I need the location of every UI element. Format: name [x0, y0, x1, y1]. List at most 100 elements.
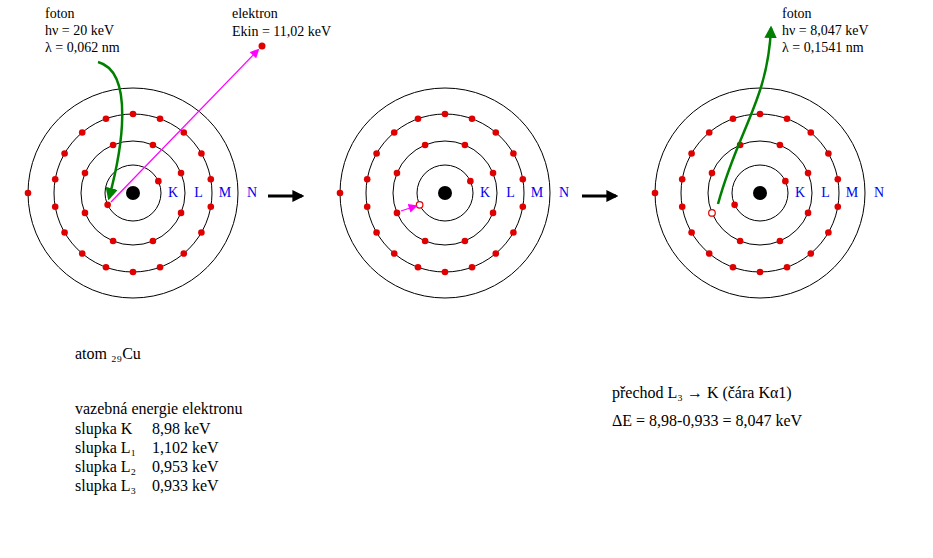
electron: [394, 210, 401, 217]
electron: [784, 264, 791, 271]
electron: [25, 190, 32, 197]
electron-shell: [417, 165, 473, 221]
photon-path: [718, 28, 771, 204]
electron: [490, 210, 497, 217]
electron-shell: [340, 88, 550, 298]
table-cell: 0,933 keV: [152, 477, 219, 495]
shell-letter: L: [506, 185, 515, 201]
electron: [422, 238, 429, 245]
electron-shell: [732, 165, 788, 221]
electron: [519, 203, 526, 210]
electron: [737, 238, 744, 245]
photon-energy: hν = 20 keV: [45, 23, 114, 39]
electron: [82, 210, 89, 217]
electron: [103, 264, 110, 271]
electron: [519, 176, 526, 183]
electron: [834, 176, 841, 183]
shell-letter: K: [480, 185, 490, 201]
photon-wavelength: λ = 0,062 nm: [45, 40, 120, 56]
electron: [510, 150, 517, 157]
electron: [180, 129, 187, 136]
electron: [364, 176, 371, 183]
electron: [757, 111, 764, 118]
electron: [492, 250, 499, 257]
electron-shell: [81, 141, 185, 245]
electron: [834, 203, 841, 210]
electron: [490, 170, 497, 177]
electron: [469, 115, 476, 122]
photon-label: foton: [782, 6, 812, 22]
table-cell: slupka L₁: [75, 439, 136, 457]
electron-hole: [416, 202, 423, 209]
photon-energy: hν = 8,047 keV: [782, 23, 869, 39]
electron-shell: [366, 114, 524, 272]
shell-letter: N: [559, 185, 569, 201]
electron: [52, 176, 59, 183]
electron: [150, 142, 157, 149]
electron: [130, 269, 137, 276]
ejected-electron: [259, 43, 266, 50]
electron: [103, 115, 110, 122]
electron-energy: Ekin = 11,02 keV: [232, 24, 331, 40]
transition-label: přechod L₃ → K (čára Kα1): [612, 384, 792, 402]
energy-equation: ΔE = 8,98-0,933 = 8,047 keV: [612, 412, 802, 430]
electron: [157, 115, 164, 122]
photon-label: foton: [45, 6, 75, 22]
electron: [467, 178, 474, 185]
table-cell: slupka K: [75, 420, 132, 438]
electron: [807, 129, 814, 136]
electron: [805, 170, 812, 177]
electron: [442, 269, 449, 276]
shell-letter: M: [219, 185, 231, 201]
electron: [52, 203, 59, 210]
electron: [104, 202, 111, 209]
shell-letter: M: [531, 185, 543, 201]
electron-shell: [708, 141, 812, 245]
electron: [391, 129, 398, 136]
electron: [82, 170, 89, 177]
electron: [110, 142, 117, 149]
table-cell: 8,98 keV: [152, 420, 211, 438]
electron: [782, 178, 789, 185]
shell-letter: L: [194, 185, 203, 201]
electron: [394, 170, 401, 177]
electron: [462, 238, 469, 245]
electron: [391, 250, 398, 257]
electron: [178, 170, 185, 177]
electron: [61, 229, 68, 236]
electron: [757, 269, 764, 276]
table-cell: 1,102 keV: [152, 439, 219, 457]
electron: [157, 264, 164, 271]
electron-transition: [401, 206, 416, 211]
electron-shell: [105, 165, 161, 221]
electron: [442, 111, 449, 118]
table-cell: 0,953 keV: [152, 458, 219, 476]
shell-letter: N: [247, 185, 257, 201]
table-heading: vazebná energie elektronu: [75, 400, 243, 418]
electron: [730, 115, 737, 122]
step-arrow: [268, 195, 302, 198]
electron: [652, 190, 659, 197]
electron: [130, 111, 137, 118]
electron: [706, 129, 713, 136]
electron: [364, 203, 371, 210]
electron: [731, 202, 738, 209]
electron-shell: [655, 88, 865, 298]
electron: [805, 210, 812, 217]
electron: [777, 142, 784, 149]
nucleus: [753, 186, 767, 200]
electron-shell: [393, 141, 497, 245]
electron: [415, 115, 422, 122]
electron: [706, 250, 713, 257]
electron: [337, 190, 344, 197]
shell-letter: L: [821, 185, 830, 201]
electron: [825, 229, 832, 236]
electron: [679, 203, 686, 210]
electron: [373, 229, 380, 236]
electron-shell: [28, 88, 238, 298]
electron: [198, 150, 205, 157]
photon-path: [98, 62, 122, 198]
atom: [25, 88, 238, 298]
electron: [709, 170, 716, 177]
